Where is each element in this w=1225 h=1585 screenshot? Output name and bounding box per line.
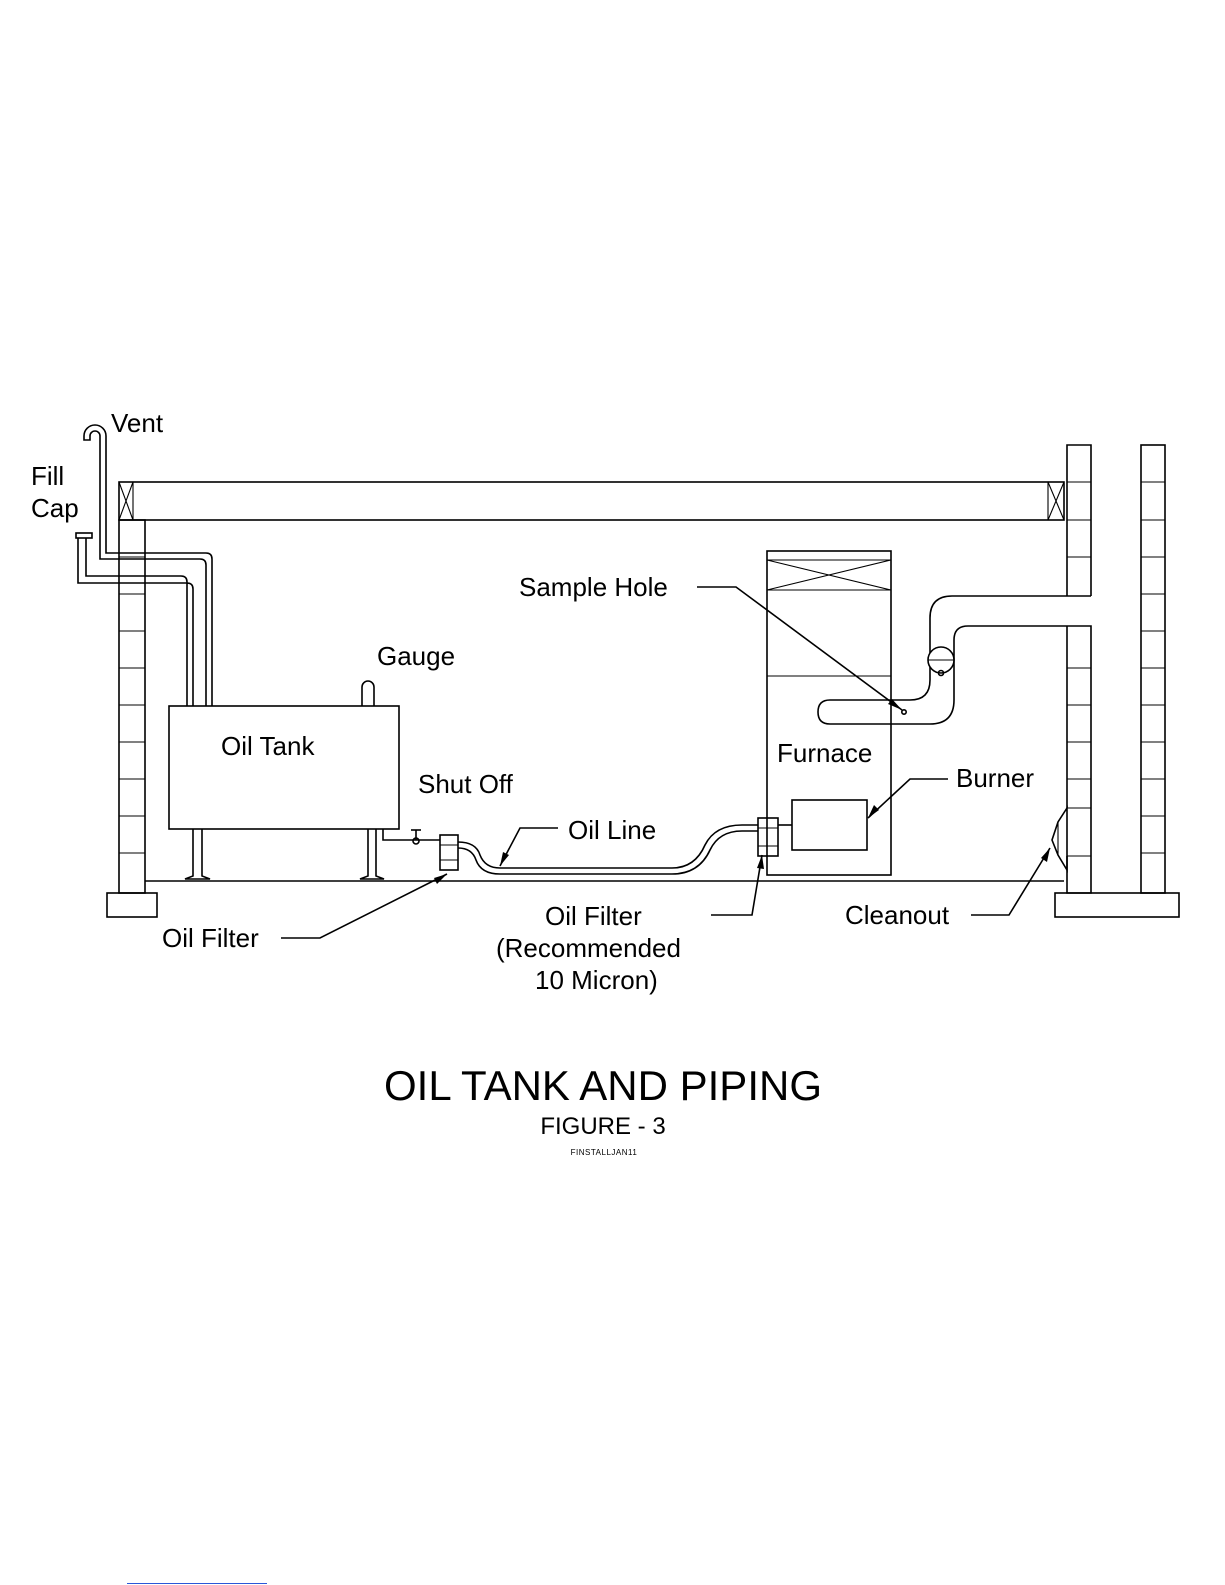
shut-off-valve (383, 829, 440, 844)
fill-label: Fill (31, 461, 64, 491)
oil-filter-right-label: Oil Filter (545, 901, 642, 931)
gauge-label: Gauge (377, 641, 455, 671)
furnace (767, 551, 891, 875)
chimney-inner-wall (1067, 445, 1091, 893)
sample-hole-label: Sample Hole (519, 572, 668, 602)
oil-filter-micron-label: 10 Micron) (535, 965, 658, 995)
oil-filter-recommended-label: (Recommended (496, 933, 681, 963)
burner-label: Burner (956, 763, 1034, 793)
ceiling-joist (119, 482, 1064, 520)
cleanout-door (1052, 808, 1067, 870)
cleanout-label: Cleanout (845, 900, 950, 930)
furnace-label: Furnace (777, 738, 872, 768)
oil-filter-right (758, 818, 792, 856)
bottom-link-underline (127, 1583, 267, 1584)
burner (792, 800, 867, 850)
cap-label: Cap (31, 493, 79, 523)
figure-number: FIGURE - 3 (540, 1113, 665, 1140)
oil-filter-left (440, 835, 458, 870)
tank-legs (185, 829, 384, 879)
oil-line-label: Oil Line (568, 815, 656, 845)
chimney-outer-wall (1055, 445, 1179, 917)
gauge (362, 681, 374, 706)
flue-pipe (818, 596, 1067, 724)
oil-tank-label: Oil Tank (221, 731, 315, 761)
leader-lines (281, 587, 1050, 938)
oil-tank (169, 706, 399, 829)
vent-label: Vent (111, 408, 164, 438)
drawing-code: FINSTALLJAN11 (571, 1148, 638, 1157)
figure-title: OIL TANK AND PIPING (384, 1062, 822, 1109)
left-foundation-wall (107, 520, 157, 917)
shut-off-label: Shut Off (418, 769, 514, 799)
oil-filter-left-label: Oil Filter (162, 923, 259, 953)
